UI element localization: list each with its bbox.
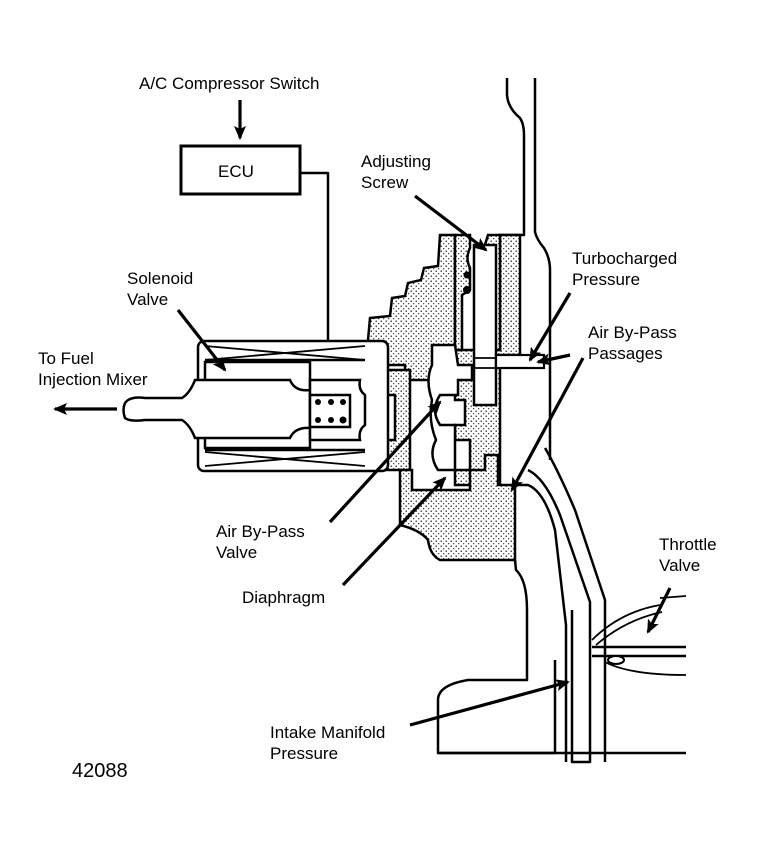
label-to-fuel-injection-mixer-2: Injection Mixer	[38, 370, 148, 389]
label-adjusting-screw-1: Adjusting	[361, 152, 431, 171]
ecu-wire	[300, 171, 330, 352]
label-adjusting-screw-2: Screw	[361, 173, 409, 192]
label-intake-manifold-pressure-1: Intake Manifold	[270, 723, 385, 742]
upper-duct	[500, 78, 552, 460]
label-air-bypass-valve-2: Valve	[216, 543, 257, 562]
label-throttle-valve-1: Throttle	[659, 535, 717, 554]
label-air-bypass-passages-1: Air By-Pass	[588, 323, 677, 342]
air-bypass-passage	[494, 353, 546, 370]
label-air-bypass-valve-1: Air By-Pass	[216, 522, 305, 541]
label-turbocharged-pressure-2: Pressure	[572, 270, 640, 289]
label-diaphragm: Diaphragm	[242, 588, 325, 607]
leader-lines	[176, 194, 672, 727]
lower-duct	[436, 447, 686, 764]
label-ac-compressor-switch: A/C Compressor Switch	[139, 74, 319, 93]
label-solenoid-valve-2: Valve	[127, 290, 168, 309]
ecu-box	[179, 144, 302, 196]
diaphragm-cavity	[427, 343, 474, 472]
label-ecu: ECU	[218, 162, 254, 181]
solenoid-valve	[122, 339, 390, 473]
figure-id: 42088	[72, 760, 128, 782]
label-air-bypass-passages-2: Passages	[588, 344, 663, 363]
label-solenoid-valve-1: Solenoid	[127, 269, 193, 288]
adjusting-screw-shaft	[472, 243, 498, 407]
label-intake-manifold-pressure-2: Pressure	[270, 744, 338, 763]
label-turbocharged-pressure-1: Turbocharged	[572, 249, 677, 268]
label-to-fuel-injection-mixer-1: To Fuel	[38, 349, 94, 368]
throttle-valve	[591, 595, 687, 676]
label-throttle-valve-2: Valve	[659, 556, 700, 575]
